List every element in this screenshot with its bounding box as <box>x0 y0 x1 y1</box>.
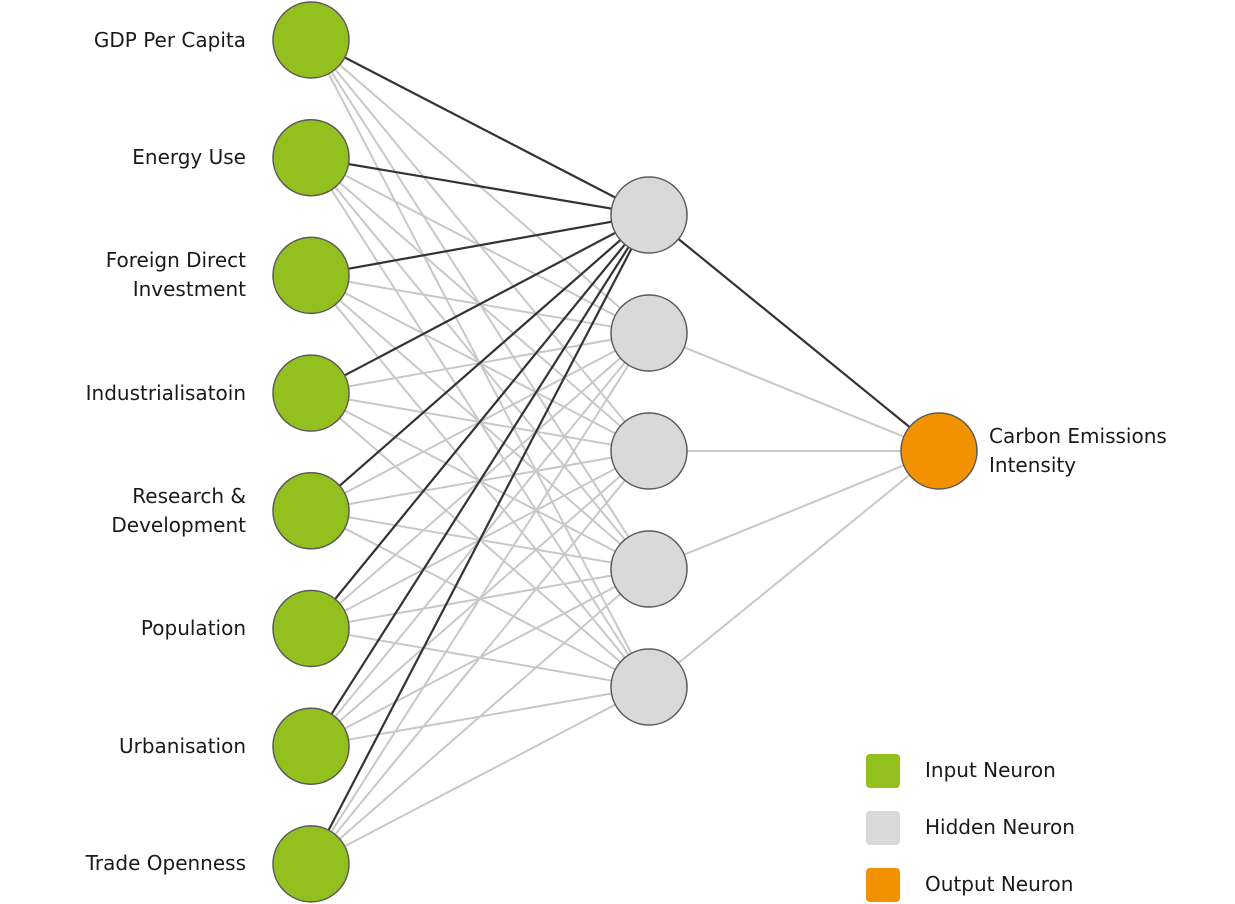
input-label: Trade Openness <box>6 849 246 878</box>
input-label-line: Urbanisation <box>118 733 246 758</box>
input-neuron-3 <box>272 236 350 315</box>
legend-label: Input Neuron <box>925 758 1056 782</box>
legend-swatch <box>866 811 900 845</box>
input-label-line: Investment <box>132 277 246 302</box>
hidden-neuron-2 <box>610 294 688 372</box>
neurons <box>272 1 978 903</box>
input-neuron-2 <box>272 118 350 197</box>
edge-input-8-hidden-1 <box>310 214 650 865</box>
input-label: Energy Use <box>6 143 246 172</box>
input-label: Industrialisatoin <box>6 379 246 408</box>
edge-input-6-hidden-1 <box>310 214 650 630</box>
edge-input-7-hidden-1 <box>310 214 650 747</box>
input-label-line: GDP Per Capita <box>93 27 246 52</box>
edge-hidden-2-output <box>648 332 940 452</box>
edge-input-1-hidden-1 <box>310 39 650 216</box>
input-neuron-4 <box>272 354 350 432</box>
input-label-line: Development <box>111 512 246 537</box>
output-label-line: Carbon Emissions <box>989 424 1167 448</box>
edge-input-8-hidden-5 <box>310 686 650 865</box>
input-neuron-7 <box>272 707 350 785</box>
output-neuron <box>900 412 978 490</box>
hidden-neuron-5 <box>610 648 688 726</box>
edge-input-4-hidden-1 <box>310 214 650 395</box>
input-label: GDP Per Capita <box>6 26 246 55</box>
legend-swatch <box>866 868 900 902</box>
hidden-neuron-3 <box>610 412 688 490</box>
input-label: Urbanisation <box>6 732 246 761</box>
input-neuron-8 <box>272 825 350 903</box>
input-neuron-6 <box>272 589 350 668</box>
input-label-line: Foreign Direct <box>105 248 246 273</box>
input-label-line: Research & <box>132 483 246 508</box>
legend-label: Hidden Neuron <box>925 815 1075 839</box>
input-label-line: Population <box>140 616 246 640</box>
input-neuron-5 <box>272 472 350 550</box>
edge-input-8-hidden-2 <box>310 332 650 865</box>
input-label-line: Energy Use <box>132 145 246 170</box>
input-neuron-1 <box>272 1 350 79</box>
edge-hidden-4-output <box>648 450 940 570</box>
legend-swatch <box>866 754 900 788</box>
strong-connections <box>310 39 940 865</box>
edge-input-8-hidden-4 <box>310 568 650 865</box>
output-label-line: Intensity <box>989 453 1077 477</box>
input-label-line: Industrialisatoin <box>85 380 246 405</box>
hidden-neuron-1 <box>610 176 688 254</box>
edge-input-2-hidden-1 <box>310 156 650 217</box>
input-label-line: Trade Openness <box>85 851 246 876</box>
edge-input-5-hidden-1 <box>310 214 650 512</box>
edge-hidden-5-output <box>648 450 940 688</box>
input-label: Population <box>6 614 246 643</box>
hidden-neuron-4 <box>610 530 688 608</box>
edge-input-8-hidden-3 <box>310 450 650 865</box>
edge-hidden-1-output <box>648 214 940 452</box>
edge-input-3-hidden-1 <box>310 213 650 277</box>
legend-label: Output Neuron <box>925 872 1074 896</box>
input-label: Research & Development <box>6 482 246 540</box>
